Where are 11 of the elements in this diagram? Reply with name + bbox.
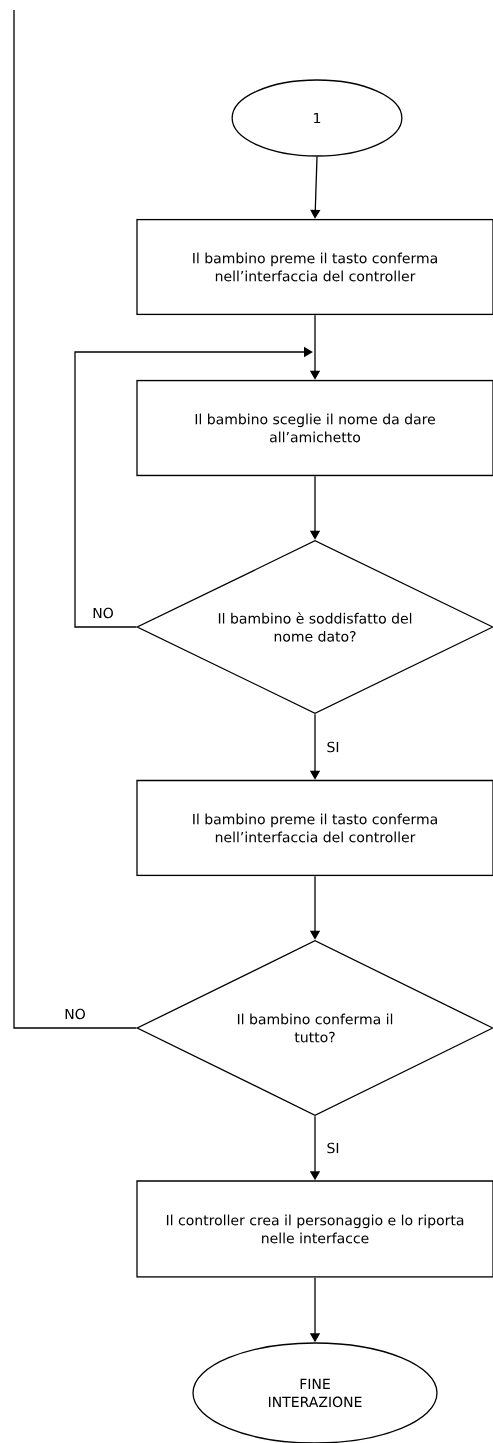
process-box: Il bambino sceglie il nome da dare all’amichetto [136, 379, 493, 477]
arrow [310, 156, 321, 219]
arrow [74, 346, 313, 628]
edge-label: NO [91, 606, 115, 620]
edge-label: NO [63, 1007, 87, 1021]
process-box: Il bambino preme il tasto conferma nell’interfaccia del controller [136, 779, 493, 877]
edge-label: SI [325, 1141, 341, 1155]
terminal-oval: 1 [231, 79, 403, 157]
process-box: Il bambino preme il tasto conferma nell’interfaccia del controller [136, 218, 493, 316]
process-box: Il controller crea il personaggio e lo riporta nelle interfacce [136, 1180, 493, 1278]
edge-label: SI [325, 740, 341, 754]
